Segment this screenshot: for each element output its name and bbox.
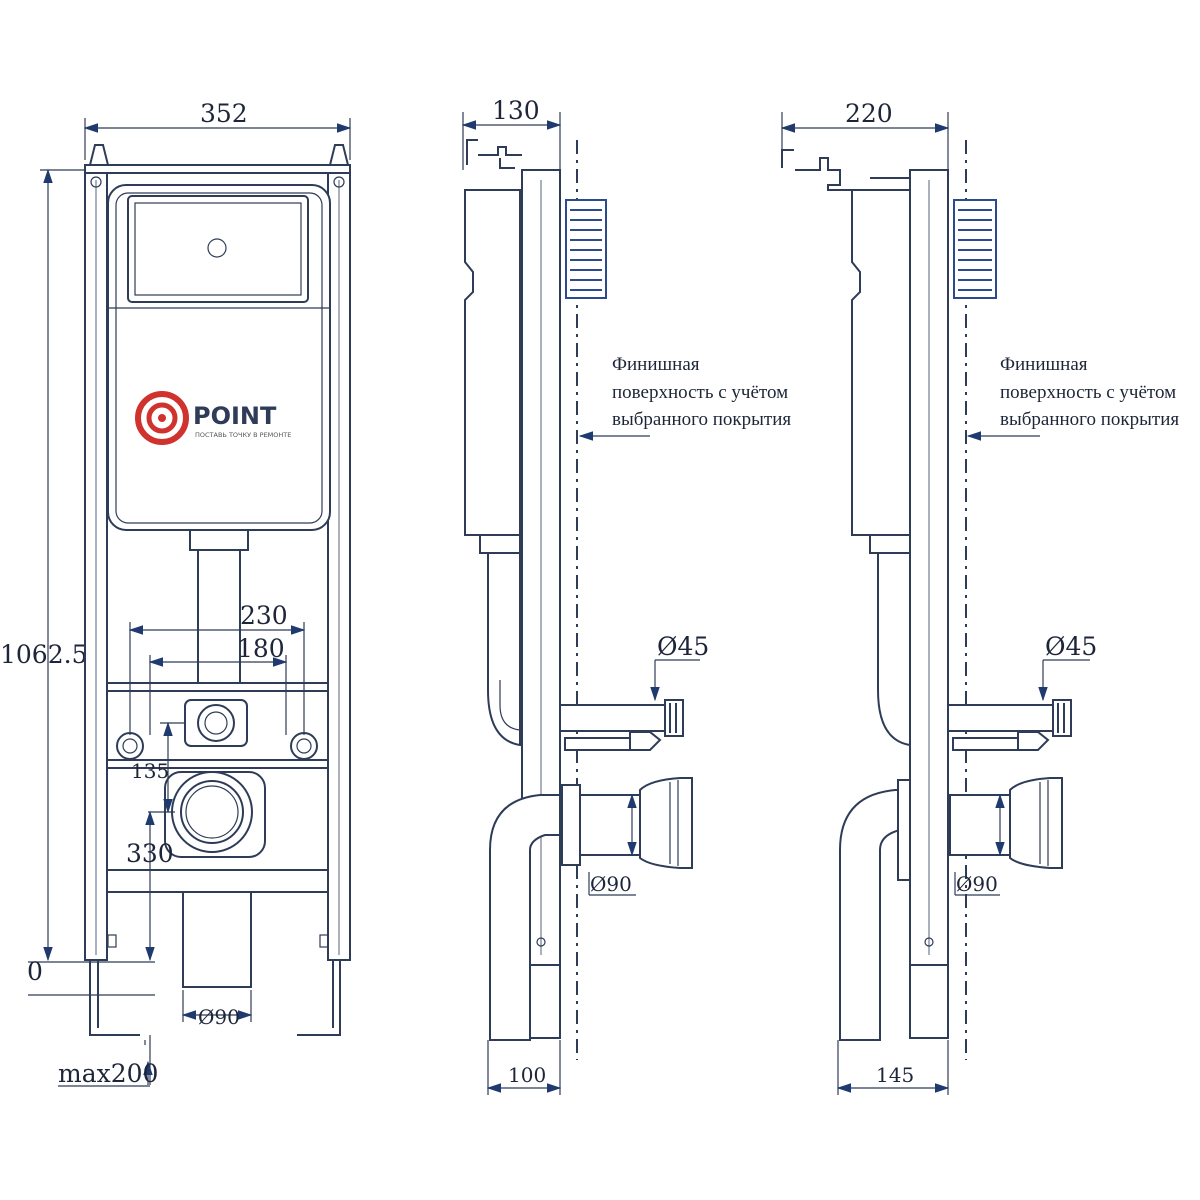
note-line: Финишная [1000, 354, 1088, 375]
zero-mark: 0 [27, 957, 43, 986]
service-window [127, 195, 309, 303]
width-dimension: 352 [83, 99, 352, 160]
note-line: выбранного покрытия [612, 409, 791, 430]
side-view-2: 220 Ø45 Ø90 145 Финишная поверхность с у… [780, 99, 1179, 1095]
inlet-diameter: Ø45 [1045, 632, 1097, 661]
height-label: 1062.5 [0, 640, 87, 669]
finish-surface-note: Финишная поверхность с учётом выбранного… [966, 354, 1179, 441]
outlet-diameter: Ø90 [956, 872, 998, 896]
depth-label: 220 [845, 99, 893, 128]
cistern-side [464, 189, 521, 536]
inlet-diameter: Ø45 [657, 632, 709, 661]
bottom-depth-label: 145 [876, 1063, 914, 1087]
width-label: 352 [200, 99, 248, 128]
drain-elbow [839, 789, 906, 1041]
outlet-flange [164, 771, 266, 858]
bottom-depth-label: 100 [508, 1063, 546, 1087]
bolt-offset: 135 [131, 759, 169, 783]
drain-diameter: Ø90 [198, 1005, 240, 1029]
note-line: поверхность с учётом [1000, 382, 1176, 403]
pipe-spacing-inner: 180 [237, 634, 285, 663]
note-line: выбранного покрытия [1000, 409, 1179, 430]
cistern-side [851, 189, 911, 536]
foot-extension: max200 [58, 1059, 158, 1088]
height-dimension: 1062.5 0 [0, 168, 155, 996]
drain-pipe [182, 891, 252, 988]
note-line: Финишная [612, 354, 700, 375]
depth-label: 130 [492, 96, 540, 125]
drain-elbow [489, 794, 561, 1041]
finish-surface-note: Финишная поверхность с учётом выбранного… [578, 354, 791, 441]
logo-tagline: ПОСТАВЬ ТОЧКУ В РЕМОНТЕ [195, 431, 291, 439]
side-view-1: 130 Ø45 Ø90 100 [461, 96, 791, 1095]
logo-brand: POINT [193, 402, 277, 430]
frame-top-bar [84, 164, 351, 174]
outlet-height: 330 [126, 839, 174, 868]
pipe-spacing-outer: 230 [240, 601, 288, 630]
front-view: 352 1062.5 0 [0, 99, 352, 1088]
note-line: поверхность с учётом [612, 382, 788, 403]
brand-logo: POINT ПОСТАВЬ ТОЧКУ В РЕМОНТЕ [135, 391, 291, 445]
outlet-diameter: Ø90 [590, 872, 632, 896]
